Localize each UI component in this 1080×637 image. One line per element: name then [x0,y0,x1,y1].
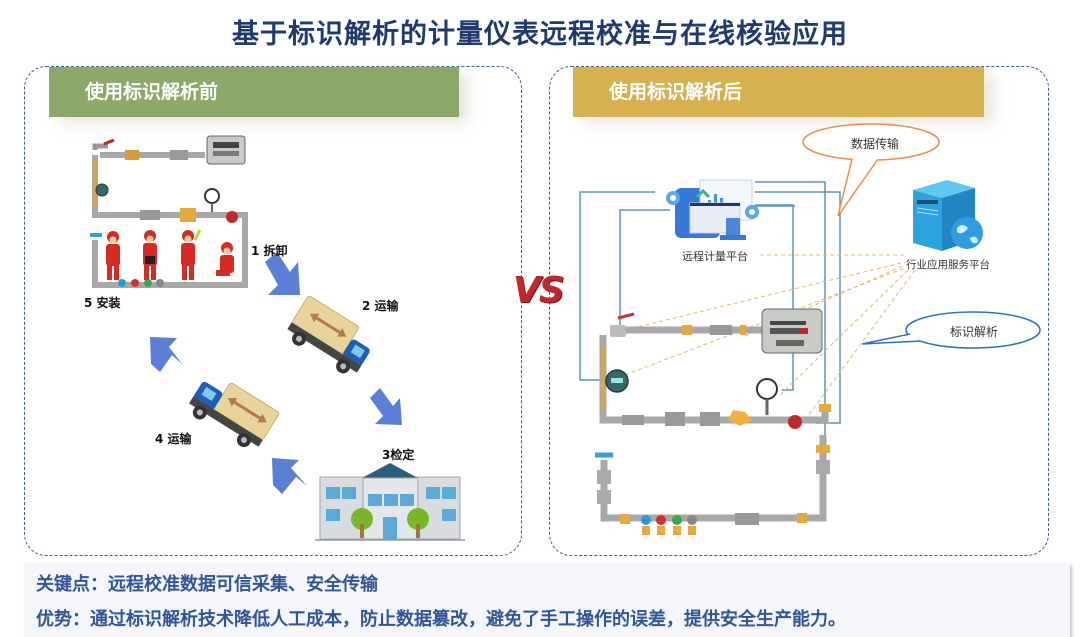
pipeline-icon [90,135,248,288]
bubble-data-transfer [802,123,940,217]
bubble-data-transfer-label: 数据传输 [851,137,900,151]
step-label-transport-1: 2 运输 [362,299,399,313]
workers-icon [106,229,234,280]
pipeline-bottom-icon [595,435,830,535]
step-label-verify: 3检定 [382,448,415,462]
step-label-install: 5 安装 [84,296,121,310]
verification-building-icon [315,463,465,541]
page-title: 基于标识解析的计量仪表远程校准与在线核验应用 [232,19,848,50]
advantage-text: 优势：通过标识解析技术降低人工成本，防止数据篡改，避免了手工操作的误差，提供安全… [36,609,846,630]
before-banner: 使用标识解析前 [49,67,459,117]
server-icon [913,180,983,251]
step-label-disassemble: 1 拆卸 [251,244,288,258]
step-label-transport-2: 4 运输 [155,432,192,446]
arrow-4-to-5 [150,337,183,372]
remote-platform-label: 远程计量平台 [682,250,748,263]
remote-platform-icon [666,179,759,240]
arrow-3-to-4 [272,458,307,494]
summary-box [24,563,1070,637]
industry-platform-label: 行业应用服务平台 [906,259,990,271]
flow-arrows [150,252,402,494]
gas-meter-pipeline-icon [599,308,831,429]
truck-icon [189,381,280,448]
arrow-2-to-3 [370,388,402,425]
bubble-identifier [861,311,1041,349]
after-banner: 使用标识解析后 [573,67,984,117]
truck-icon [287,295,370,374]
vs-label: VS [513,270,565,311]
arrow-1-to-2 [265,252,300,295]
key-point-text: 关键点：远程校准数据可信采集、安全传输 [36,574,378,595]
bubble-identifier-label: 标识解析 [950,325,999,339]
